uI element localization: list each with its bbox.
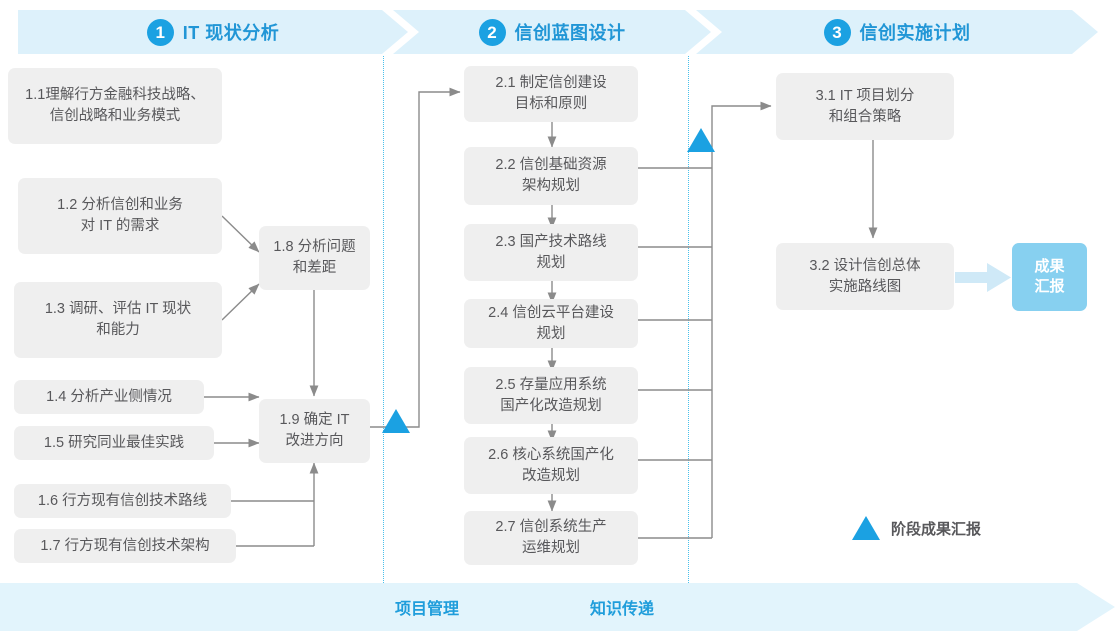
node-2-6[interactable]: 2.6 核心系统国产化 改造规划	[464, 437, 638, 494]
node-2-1[interactable]: 2.1 制定信创建设 目标和原则	[464, 66, 638, 122]
node-2-3[interactable]: 2.3 国产技术路线 规划	[464, 224, 638, 281]
legend-milestone-label: 阶段成果汇报	[891, 520, 982, 538]
node-1-8[interactable]: 1.8 分析问题 和差距	[259, 226, 370, 290]
bottom-label-project-management: 项目管理	[395, 601, 460, 618]
phase-banner-1-content: 1 IT 现状分析	[146, 18, 280, 46]
phase-number-2: 2	[478, 18, 506, 46]
phase-banner-1[interactable]: 1 IT 现状分析	[18, 10, 408, 54]
node-2-2[interactable]: 2.2 信创基础资源 架构规划	[464, 147, 638, 205]
phase-number-3: 3	[823, 18, 851, 46]
phase-banner-2[interactable]: 2 信创蓝图设计	[393, 10, 711, 54]
node-2-4[interactable]: 2.4 信创云平台建设 规划	[464, 299, 638, 348]
phase-title-3: 信创实施计划	[859, 23, 971, 43]
node-1-4[interactable]: 1.4 分析产业侧情况	[14, 380, 204, 414]
node-1-5[interactable]: 1.5 研究同业最佳实践	[14, 426, 214, 460]
bottom-label-knowledge-transfer: 知识传递	[590, 601, 655, 618]
node-1-9[interactable]: 1.9 确定 IT 改进方向	[259, 399, 370, 463]
bottom-band-shape	[0, 583, 1115, 631]
node-1-1[interactable]: 1.1理解行方金融科技战略、 信创战略和业务模式	[8, 68, 222, 144]
node-2-7[interactable]: 2.7 信创系统生产 运维规划	[464, 511, 638, 565]
wire-bus-to-31	[711, 101, 772, 538]
node-1-6[interactable]: 1.6 行方现有信创技术路线	[14, 484, 231, 518]
node-2-5[interactable]: 2.5 存量应用系统 国产化改造规划	[464, 367, 638, 424]
phase-banner-2-shape	[393, 10, 711, 54]
node-1-7[interactable]: 1.7 行方现有信创技术架构	[14, 529, 236, 563]
phase-banner-1-shape	[18, 10, 408, 54]
phase-banner-3-content: 3 信创实施计划	[823, 18, 971, 46]
phase-banner-3[interactable]: 3 信创实施计划	[696, 10, 1098, 54]
node-3-1[interactable]: 3.1 IT 项目划分 和组合策略	[776, 73, 954, 140]
phase-divider-1-2	[383, 56, 384, 583]
phase-banner-3-shape	[696, 10, 1098, 54]
phase-banner-2-content: 2 信创蓝图设计	[478, 18, 626, 46]
phase-title-1: IT 现状分析	[182, 23, 280, 43]
wire-32-to-result	[955, 263, 1011, 292]
legend-milestone: 阶段成果汇报	[852, 516, 981, 540]
node-1-2[interactable]: 1.2 分析信创和业务 对 IT 的需求	[18, 178, 222, 254]
result-report-badge[interactable]: 成果 汇报	[1012, 243, 1087, 311]
node-3-2[interactable]: 3.2 设计信创总体 实施路线图	[776, 243, 954, 310]
node-1-3[interactable]: 1.3 调研、评估 IT 现状 和能力	[14, 282, 222, 358]
milestone-triangle-phase2	[687, 128, 715, 152]
phase-number-1: 1	[146, 18, 174, 46]
wire-13-to-18	[221, 283, 260, 321]
bottom-band[interactable]: 项目管理 知识传递	[0, 583, 1115, 631]
phase-title-2: 信创蓝图设计	[514, 23, 626, 43]
milestone-triangle-icon	[852, 516, 880, 540]
milestone-triangle-phase1	[382, 409, 410, 433]
wire-12-to-18	[221, 215, 260, 253]
